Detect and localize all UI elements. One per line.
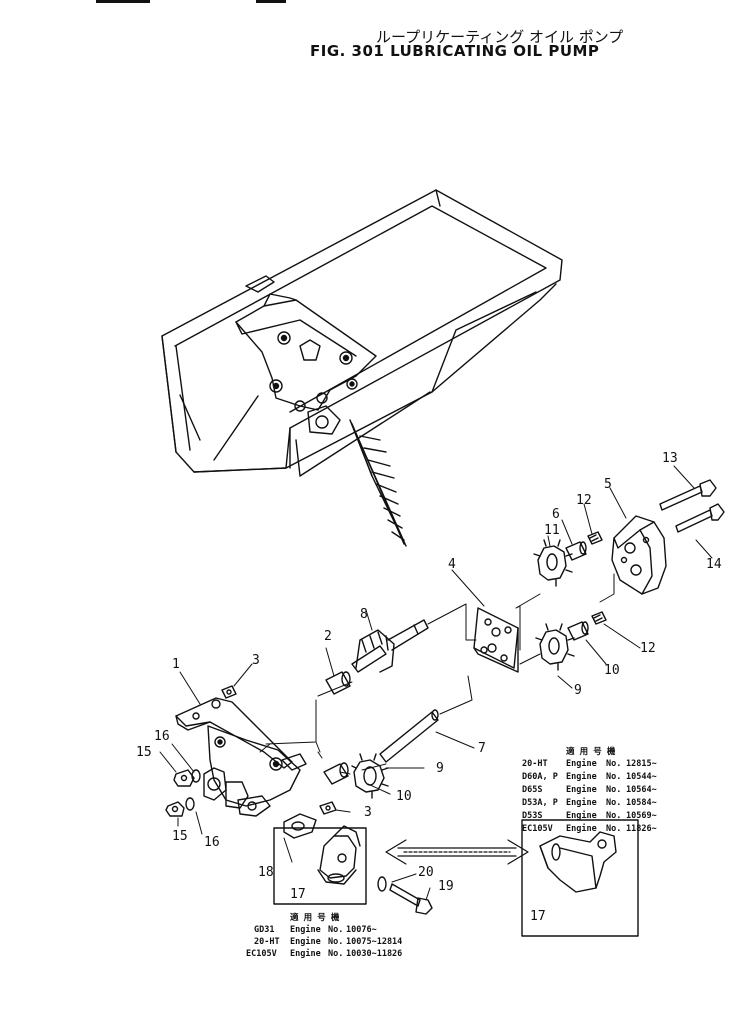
pump-body-housing <box>611 515 667 595</box>
table-right-model: D65S <box>522 785 542 795</box>
callout-12-lower: 12 <box>640 641 656 656</box>
callout-14: 14 <box>706 557 722 572</box>
header-rule-right <box>256 0 286 3</box>
table-left-range: 10030~11826 <box>346 949 402 959</box>
table-right-label: Engine <box>566 810 597 821</box>
table-left-no: No. <box>328 925 343 935</box>
applicability-table-left: 適 用 号 機 GD31 Engine No. 10076~ 20-HT Eng… <box>246 912 402 959</box>
table-right-no: No. <box>606 811 621 821</box>
table-right-no: No. <box>606 772 621 782</box>
callout-18: 18 <box>258 865 274 880</box>
table-right-no: No. <box>606 785 621 795</box>
table-left-model: 20-HT <box>254 937 280 947</box>
table-right-range: 10569~ <box>626 811 657 821</box>
table-left-model: GD31 <box>254 925 274 935</box>
table-left-header: 適 用 号 機 <box>290 912 340 923</box>
pump-bracket-assembly <box>175 697 307 817</box>
callout-9-lower: 9 <box>436 761 444 776</box>
table-left-model: EC105V <box>246 949 277 959</box>
table-left-range: 10075~12814 <box>346 937 402 947</box>
callout-7: 7 <box>478 741 486 756</box>
table-right-model: EC105V <box>522 824 553 834</box>
callout-2: 2 <box>324 629 332 644</box>
suction-pipe-parts <box>283 813 433 915</box>
header-rule-left <box>96 0 150 3</box>
table-right-no: No. <box>606 824 621 834</box>
table-right-range: 10564~ <box>626 785 657 795</box>
variant-suction-pipe <box>539 831 617 893</box>
title-japanese: ループリケーティング オイル ポンプ <box>376 28 624 46</box>
table-left-label: Engine <box>290 936 321 947</box>
table-left-no: No. <box>328 949 343 959</box>
lower-variant-box <box>273 827 367 905</box>
callout-3-lower: 3 <box>364 805 372 820</box>
callout-12-upper: 12 <box>576 493 592 508</box>
callout-16-lower: 16 <box>204 835 220 850</box>
pump-gear-parts <box>533 531 607 671</box>
fastener-parts <box>165 685 337 817</box>
table-right-label: Engine <box>566 823 597 834</box>
assembly-guide-lines <box>259 573 615 775</box>
right-variant-box <box>521 819 639 937</box>
callout-6: 6 <box>552 507 560 522</box>
table-right-label: Engine <box>566 771 597 782</box>
table-right-range: 10544~ <box>626 772 657 782</box>
callout-17-variant: 17 <box>530 909 546 924</box>
variant-arrow <box>385 839 529 865</box>
figure-title: FIG. 301 LUBRICATING OIL PUMP <box>310 42 600 60</box>
table-right-model: D53S <box>522 811 542 821</box>
table-right-model: D53A, P <box>522 798 558 808</box>
table-right-label: Engine <box>566 797 597 808</box>
drive-shaft-parts <box>323 619 439 799</box>
table-right-range: 10584~ <box>626 798 657 808</box>
callout-8: 8 <box>360 607 368 622</box>
callout-19: 19 <box>438 879 454 894</box>
callout-15-upper: 15 <box>136 745 152 760</box>
callout-10-lower: 10 <box>396 789 412 804</box>
pump-cover-plate <box>473 607 519 673</box>
callout-11: 11 <box>544 523 560 538</box>
table-left-label: Engine <box>290 924 321 935</box>
callout-1: 1 <box>172 657 180 672</box>
callout-leaders <box>159 465 713 901</box>
callout-3-upper: 3 <box>252 653 260 668</box>
table-right-range: 12815~ <box>626 759 657 769</box>
table-right-range: 11826~ <box>626 824 657 834</box>
oil-pan-drawing <box>161 189 563 477</box>
table-right-no: No. <box>606 759 621 769</box>
table-right-no: No. <box>606 798 621 808</box>
callout-4: 4 <box>448 557 456 572</box>
table-left-range: 10076~ <box>346 925 377 935</box>
callout-9-upper: 9 <box>574 683 582 698</box>
table-right-model: D60A, P <box>522 772 558 782</box>
callout-10-upper: 10 <box>604 663 620 678</box>
long-bolts <box>659 479 725 533</box>
callout-20: 20 <box>418 865 434 880</box>
applicability-table-right: 適 用 号 機 20-HT Engine No. 12815~ D60A, P … <box>522 746 657 834</box>
table-right-label: Engine <box>566 784 597 795</box>
callout-13: 13 <box>662 451 678 466</box>
view-indicator-arrow <box>349 419 407 547</box>
table-right-header: 適 用 号 機 <box>566 746 616 757</box>
table-right-model: 20-HT <box>522 759 548 769</box>
table-left-no: No. <box>328 937 343 947</box>
callout-15-lower: 15 <box>172 829 188 844</box>
callout-16-upper: 16 <box>154 729 170 744</box>
callout-17-lower: 17 <box>290 887 306 902</box>
table-left-label: Engine <box>290 948 321 959</box>
table-right-label: Engine <box>566 758 597 769</box>
callout-5: 5 <box>604 477 612 492</box>
